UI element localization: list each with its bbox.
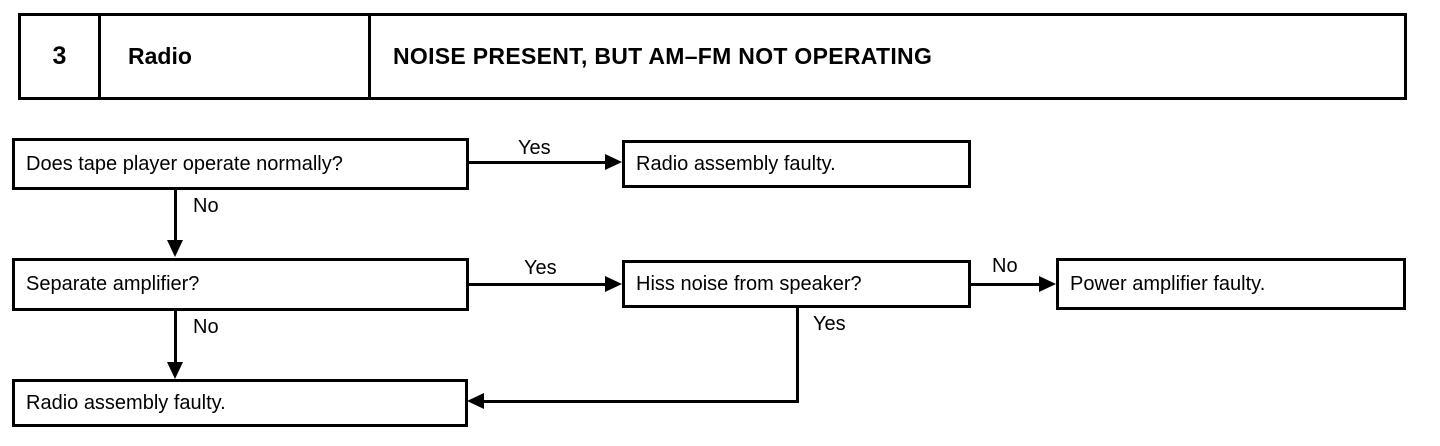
edge-line-q3-r3-vertical xyxy=(796,308,799,403)
arrowhead-right-icon xyxy=(1039,276,1056,292)
edge-label-q1-no: No xyxy=(193,195,219,217)
arrowhead-down-icon xyxy=(167,240,183,257)
edge-line-q3-r3-horizontal xyxy=(483,400,799,403)
flow-node-separate-amplifier-question: Separate amplifier? xyxy=(12,258,469,311)
flow-node-tape-player-question: Does tape player operate normally? xyxy=(12,138,469,190)
edge-line-q2-r3 xyxy=(174,311,177,363)
edge-line-q3-r2 xyxy=(970,283,1040,286)
flow-node-radio-assembly-faulty-2: Radio assembly faulty. xyxy=(12,379,468,427)
flow-node-radio-assembly-faulty-1: Radio assembly faulty. xyxy=(622,140,971,188)
edge-line-q2-q3 xyxy=(469,283,606,286)
flow-node-power-amplifier-faulty: Power amplifier faulty. xyxy=(1056,258,1406,310)
edge-label-q3-yes: Yes xyxy=(813,313,846,335)
edge-line-q1-r1 xyxy=(468,161,606,164)
system-name: Radio xyxy=(101,16,371,97)
edge-label-q2-no: No xyxy=(193,316,219,338)
edge-line-q1-q2 xyxy=(174,190,177,241)
flow-node-hiss-noise-question: Hiss noise from speaker? xyxy=(622,260,971,308)
section-number: 3 xyxy=(21,16,101,97)
edge-label-q3-no: No xyxy=(992,255,1018,277)
edge-label-q1-yes: Yes xyxy=(518,137,551,159)
arrowhead-left-icon xyxy=(467,393,484,409)
arrowhead-right-icon xyxy=(605,154,622,170)
arrowhead-right-icon xyxy=(605,276,622,292)
symptom-title: NOISE PRESENT, BUT AM–FM NOT OPERATING xyxy=(393,43,933,69)
edge-label-q2-yes: Yes xyxy=(524,257,557,279)
arrowhead-down-icon xyxy=(167,362,183,379)
header-table: 3 Radio NOISE PRESENT, BUT AM–FM NOT OPE… xyxy=(18,13,1407,100)
